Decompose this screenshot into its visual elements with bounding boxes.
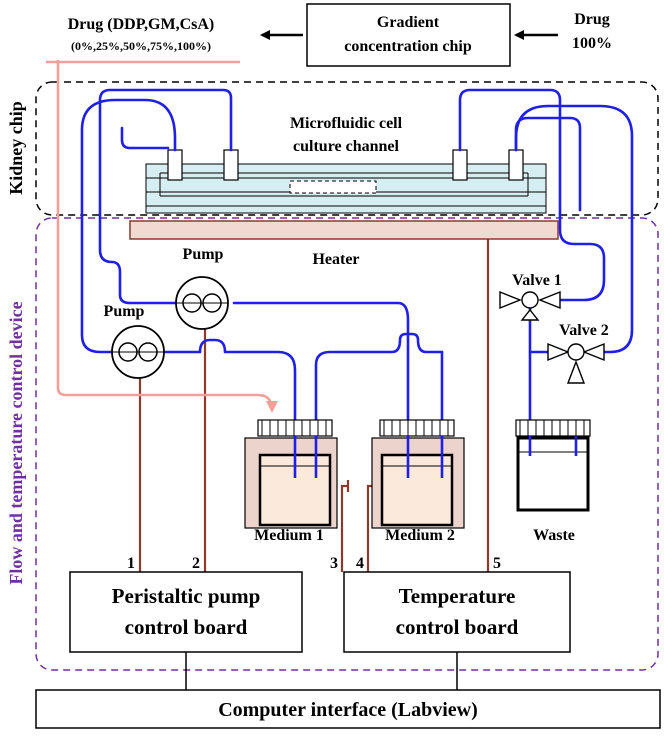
gradient-chip-box (306, 3, 511, 67)
medium-2-label: Medium 2 (385, 527, 455, 544)
microfluidic-label-1: Microfluidic cell (290, 115, 403, 132)
pump-control-board (69, 571, 303, 653)
waste-label: Waste (533, 527, 575, 544)
pump-upper[interactable] (175, 276, 229, 330)
kidney-chip-region (35, 81, 659, 216)
temp-board-label-2: control board (396, 615, 519, 639)
computer-interface-label: Computer interface (Labview) (218, 699, 478, 721)
microfluidic-chip (145, 149, 547, 214)
wire-5-label: 5 (493, 555, 501, 572)
drug-input-label-2: 100% (572, 35, 612, 52)
pump-lower[interactable] (111, 325, 165, 379)
temp-board-label-1: Temperature (399, 584, 516, 608)
microfluidic-label-2: culture channel (293, 138, 399, 155)
pump-board-label-2: control board (125, 615, 248, 639)
medium-1-label: Medium 1 (254, 527, 324, 544)
heater-label: Heater (312, 251, 359, 268)
medium-2-reservoir (371, 419, 465, 529)
temperature-control-board (343, 571, 571, 653)
wire-2-label: 2 (192, 555, 200, 572)
gradient-chip-label-1: Gradient (377, 14, 440, 31)
pump-lower-label: Pump (104, 303, 145, 320)
heater-plate (129, 220, 559, 240)
gradient-chip-label-2: concentration chip (344, 38, 472, 55)
valve-1-label: Valve 1 (512, 272, 562, 289)
control-device-label: Flow and temperature control device (6, 301, 26, 584)
kidney-chip-label: Kidney chip (6, 101, 26, 195)
pump-upper-label: Pump (183, 246, 224, 263)
waste-reservoir (515, 419, 591, 512)
drug-label: Drug (DDP,GM,CsA) (68, 16, 215, 33)
valve-2-label: Valve 2 (559, 322, 609, 339)
pump-board-label-1: Peristaltic pump (112, 584, 261, 608)
medium-1-reservoir (244, 419, 338, 529)
wire-3-label: 3 (330, 555, 338, 572)
control-device-region (35, 217, 659, 671)
tubing (80, 88, 634, 452)
drug-concentrations-label: (0%,25%,50%,75%,100%) (71, 39, 211, 53)
wire-1-label: 1 (127, 555, 135, 572)
valve-2[interactable] (547, 342, 605, 384)
wire-4-label: 4 (356, 555, 364, 572)
valve-1[interactable] (499, 290, 561, 321)
drug-feed-line (56, 60, 278, 413)
drug-input-label-1: Drug (574, 11, 610, 28)
computer-interface-box (35, 689, 661, 729)
